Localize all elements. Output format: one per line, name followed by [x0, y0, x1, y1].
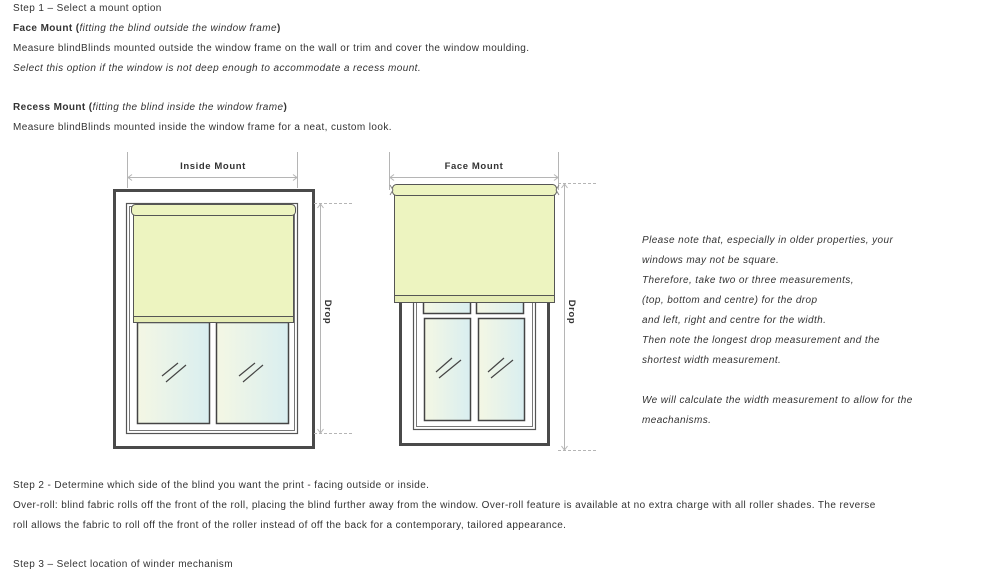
inside-drop-label: Drop: [322, 300, 333, 325]
note-spacer: [642, 371, 962, 391]
mount-diagram-svg: Inside Mount Drop: [113, 152, 598, 451]
face-glass-reflection-marks: [435, 357, 514, 379]
face-mount-heading: Face Mount (fitting the blind outside th…: [13, 22, 281, 36]
inside-drop-arrowheads: [317, 203, 324, 434]
step3-heading: Step 3 – Select location of winder mecha…: [13, 559, 233, 570]
face-mount-description: Measure blindBlinds mounted outside the …: [13, 43, 530, 54]
face-mount-diagram: Face Mount Drop: [389, 152, 598, 451]
face-blind-fabric: [394, 193, 555, 303]
note-line: We will calculate the width measurement …: [642, 395, 913, 406]
face-blind-roller: [392, 184, 557, 196]
inside-pane-left: [136, 321, 211, 425]
inside-width-arrowheads: [127, 174, 298, 181]
face-drop-label: Drop: [566, 300, 577, 325]
inside-blind-bottom-bar: [133, 316, 294, 323]
note-line: Therefore, take two or three measurement…: [642, 275, 854, 286]
face-blind-bottom-bar: [394, 295, 555, 303]
face-mount-hint: Select this option if the window is not …: [13, 63, 422, 74]
note-line: Please note that, especially in older pr…: [642, 235, 894, 246]
face-pane-left: [423, 317, 472, 422]
step2-overroll-line1: Over-roll: blind fabric rolls off the fr…: [13, 500, 876, 511]
face-mount-subtitle: fitting the blind outside the window fra…: [79, 23, 277, 34]
face-mount-label: Face Mount: [445, 161, 504, 172]
step2-overroll-line2: roll allows the fabric to roll off the f…: [13, 520, 567, 531]
recess-mount-title: Recess Mount: [13, 102, 86, 113]
note-line: and left, right and centre for the width…: [642, 315, 827, 326]
measurement-note: Please note that, especially in older pr…: [642, 231, 962, 431]
note-line: shortest width measurement.: [642, 355, 782, 366]
mount-diagram: Inside Mount Drop: [108, 150, 608, 455]
inside-blind-fabric: [133, 212, 294, 323]
recess-mount-paren-open: (: [85, 102, 93, 113]
inside-glass-reflection-marks: [161, 362, 264, 383]
face-drop-arrowheads: [561, 183, 568, 451]
face-wall-frame: [399, 289, 550, 446]
note-line: (top, bottom and centre) for the drop: [642, 295, 818, 306]
recess-mount-subtitle: fitting the blind inside the window fram…: [92, 102, 284, 113]
face-roller-brackets: [389, 184, 560, 196]
inside-pane-right: [215, 321, 290, 425]
face-mount-paren-close: ): [276, 23, 281, 34]
inside-window-frame: [125, 202, 299, 435]
note-line: windows may not be square.: [642, 255, 780, 266]
recess-mount-description: Measure blindBlinds mounted inside the w…: [13, 122, 392, 133]
inside-blind-roller: [131, 204, 296, 216]
face-width-arrowheads: [389, 174, 559, 181]
note-line: Then note the longest drop measurement a…: [642, 335, 880, 346]
face-mount-title: Face Mount: [13, 23, 73, 34]
face-mount-paren-open: (: [72, 23, 80, 34]
note-line: meachanisms.: [642, 415, 712, 426]
recess-mount-heading: Recess Mount (fitting the blind inside t…: [13, 101, 287, 115]
inside-mount-diagram: Inside Mount Drop: [113, 152, 353, 449]
recess-mount-paren-close: ): [283, 102, 288, 113]
step2-heading: Step 2 - Determine which side of the bli…: [13, 480, 430, 491]
inside-mount-label: Inside Mount: [180, 161, 246, 172]
step1-heading: Step 1 – Select a mount option: [13, 3, 162, 14]
